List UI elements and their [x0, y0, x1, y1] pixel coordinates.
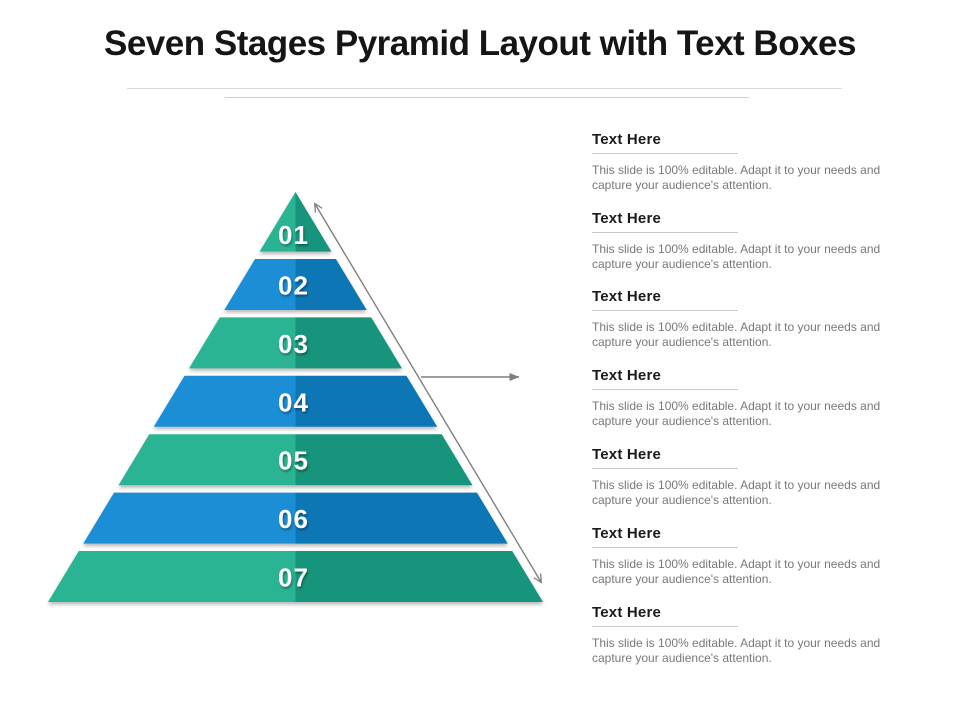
pyramid-stages: 01 02 03 04 05 06 07 — [48, 192, 543, 602]
text-block-body: This slide is 100% editable. Adapt it to… — [592, 320, 881, 349]
stage-right-half — [295, 492, 508, 544]
text-block-body: This slide is 100% editable. Adapt it to… — [592, 636, 881, 665]
stage-left-half — [48, 551, 296, 602]
text-block-body: This slide is 100% editable. Adapt it to… — [592, 163, 881, 192]
pyramid-stage-07: 07 — [48, 551, 543, 602]
pyramid-stage-03: 03 — [189, 317, 402, 369]
stage-right-half — [295, 375, 438, 427]
text-block-6: Text Here This slide is 100% editable. A… — [592, 525, 912, 587]
text-block-7: Text Here This slide is 100% editable. A… — [592, 604, 912, 666]
stage-label: 03 — [278, 329, 309, 359]
stage-label: 04 — [278, 387, 309, 417]
text-block-body: This slide is 100% editable. Adapt it to… — [592, 557, 881, 586]
stage-left-half — [83, 492, 296, 544]
heading-underline — [592, 153, 738, 154]
text-block-heading: Text Here — [592, 210, 662, 227]
pyramid-stage-01: 01 — [259, 192, 332, 252]
text-block-heading: Text Here — [592, 604, 662, 621]
text-block-body: This slide is 100% editable. Adapt it to… — [592, 478, 881, 507]
stage-right-half — [295, 434, 473, 486]
stage-left-half — [118, 434, 296, 486]
text-block-heading: Text Here — [592, 446, 662, 463]
text-block-2: Text Here This slide is 100% editable. A… — [592, 210, 912, 272]
pyramid-stage-05: 05 — [118, 434, 473, 486]
pyramid-stage-04: 04 — [153, 375, 438, 427]
title-divider-bottom — [225, 97, 749, 98]
text-block-body: This slide is 100% editable. Adapt it to… — [592, 242, 881, 271]
heading-underline — [592, 468, 738, 469]
stage-right-half — [295, 192, 332, 252]
stage-left-half — [189, 317, 296, 369]
heading-underline — [592, 547, 738, 548]
text-block-heading: Text Here — [592, 525, 662, 542]
trend-arrow — [313, 202, 543, 584]
page-title: Seven Stages Pyramid Layout with Text Bo… — [104, 24, 857, 63]
text-block-1: Text Here This slide is 100% editable. A… — [592, 131, 912, 193]
title-divider-top — [127, 88, 842, 89]
text-block-4: Text Here This slide is 100% editable. A… — [592, 367, 912, 429]
stage-label: 02 — [278, 271, 309, 301]
pyramid-stage-02: 02 — [224, 259, 367, 310]
stage-left-half — [224, 259, 296, 310]
text-block-heading: Text Here — [592, 367, 662, 384]
text-block-3: Text Here This slide is 100% editable. A… — [592, 288, 912, 350]
stage-label: 07 — [278, 563, 309, 593]
text-block-heading: Text Here — [592, 131, 662, 148]
stage-left-half — [259, 192, 296, 252]
heading-underline — [592, 626, 738, 627]
stage-right-half — [295, 317, 402, 369]
stage-label: 06 — [278, 504, 309, 534]
text-block-heading: Text Here — [592, 288, 662, 305]
stage-left-half — [153, 375, 296, 427]
heading-underline — [592, 232, 738, 233]
text-block-5: Text Here This slide is 100% editable. A… — [592, 446, 912, 508]
heading-underline — [592, 310, 738, 311]
pyramid-stage-06: 06 — [83, 492, 508, 544]
heading-underline — [592, 389, 738, 390]
stage-right-half — [295, 551, 543, 602]
stage-label: 05 — [278, 446, 309, 476]
text-block-body: This slide is 100% editable. Adapt it to… — [592, 399, 881, 428]
stage-label: 01 — [278, 220, 309, 250]
